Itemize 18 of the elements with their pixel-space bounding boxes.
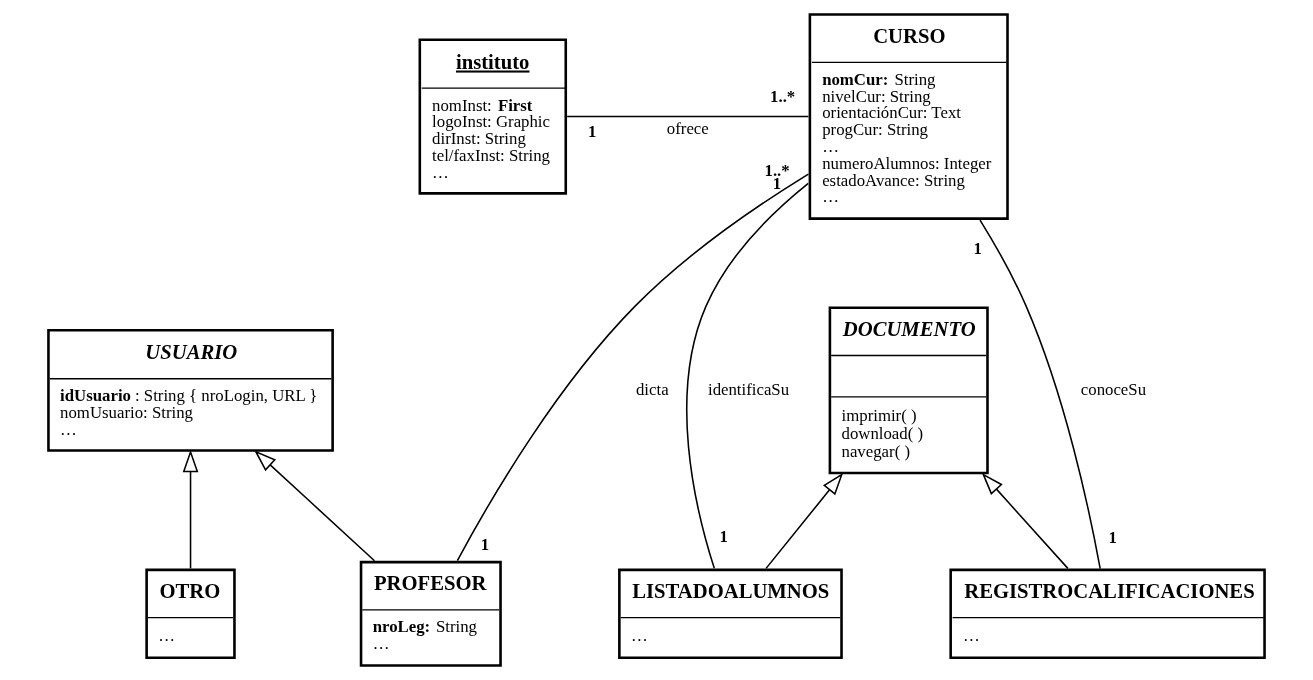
label: 1: [588, 122, 597, 142]
edge-label: conoceSu: [1080, 379, 1147, 399]
connector: [456, 173, 810, 562]
edge-label: dicta: [635, 379, 669, 399]
label: 1: [1108, 528, 1117, 548]
arrow: [254, 450, 376, 562]
label: 1: [719, 526, 728, 546]
label: 1: [973, 239, 983, 259]
connector: [566, 115, 810, 118]
arrow: [981, 472, 1069, 570]
edge-label: ofrece: [666, 118, 709, 138]
connector: [979, 219, 1101, 570]
arrow: [765, 472, 844, 570]
arrow: [182, 449, 199, 570]
connector: [686, 182, 810, 570]
edge-label: identificaSu: [707, 379, 790, 399]
label: 1: [480, 534, 490, 554]
label: 1..*: [770, 86, 796, 106]
